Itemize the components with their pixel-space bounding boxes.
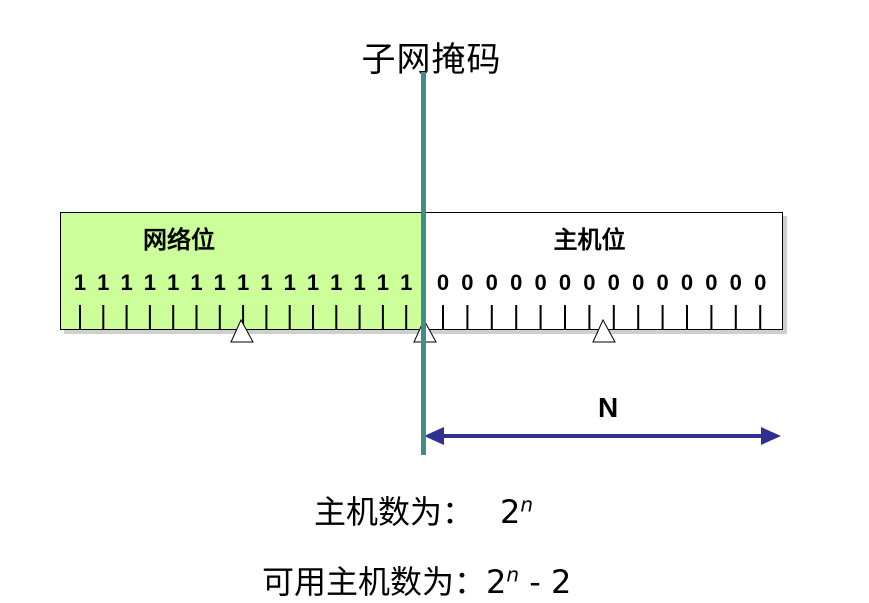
- host-bit-digit: 0: [656, 270, 669, 295]
- network-bit-digit: 1: [353, 270, 366, 295]
- host-bit-digit: 0: [436, 270, 450, 295]
- host-bit-digit: 0: [632, 270, 645, 295]
- network-bit-digit: 1: [120, 270, 133, 295]
- usable-host-prefix: 可用主机数为：: [262, 563, 487, 601]
- network-bit-digit: 1: [306, 270, 320, 295]
- host-count-base: 2: [500, 493, 521, 531]
- usable-host-suffix: - 2: [519, 563, 572, 601]
- arrow-head-left: [424, 427, 444, 445]
- network-bit-digit: 1: [376, 270, 390, 295]
- network-bit-digit: 1: [143, 270, 157, 295]
- left-marker-triangle: [230, 318, 254, 343]
- host-bit-digit: 0: [754, 270, 767, 295]
- network-bits-label: 网络位: [143, 226, 215, 254]
- network-bit-digit: 1: [97, 270, 110, 295]
- arrow-head-right: [761, 427, 781, 445]
- network-bit-digit: 1: [236, 270, 250, 295]
- host-bit-digit: 0: [485, 270, 498, 295]
- host-bits-label: 主机位: [553, 226, 626, 254]
- usable-host-formula: 可用主机数为：2n - 2: [262, 557, 571, 603]
- diagram-title: 子网掩码: [361, 40, 502, 80]
- network-bit-digit: 1: [167, 270, 180, 295]
- network-bit-digit: 1: [400, 270, 413, 295]
- network-bit-digit: 1: [213, 270, 226, 295]
- tick-marks: [79, 305, 762, 329]
- usable-host-base: 2: [486, 563, 507, 601]
- host-bit-digit: 0: [583, 270, 596, 295]
- right-marker-triangle: [592, 318, 616, 343]
- network-bit-digit: 1: [190, 270, 203, 295]
- host-bits-count-label: N: [598, 392, 619, 423]
- host-count-prefix: 主机数为：: [314, 493, 475, 531]
- mask-boundary-line: [421, 72, 426, 455]
- host-bit-digit: 0: [461, 270, 474, 295]
- host-bit-digit: 0: [680, 270, 694, 295]
- network-bit-digit: 1: [260, 270, 273, 295]
- host-bit-digit: 0: [607, 270, 620, 295]
- host-bit-digit: 0: [705, 270, 718, 295]
- network-bit-digit: 1: [73, 270, 87, 295]
- network-bit-digit: 1: [283, 270, 296, 295]
- network-bit-digit: 1: [330, 270, 343, 295]
- host-count-formula: 主机数为： 2n: [314, 487, 533, 533]
- usable-host-exponent: n: [506, 562, 520, 587]
- host-bit-digit: 0: [510, 270, 523, 295]
- host-bits-box: [424, 212, 783, 330]
- host-bit-digit: 0: [729, 270, 742, 295]
- host-bit-digit: 0: [558, 270, 572, 295]
- host-bit-digit: 0: [534, 270, 547, 295]
- host-count-exponent: n: [520, 492, 534, 517]
